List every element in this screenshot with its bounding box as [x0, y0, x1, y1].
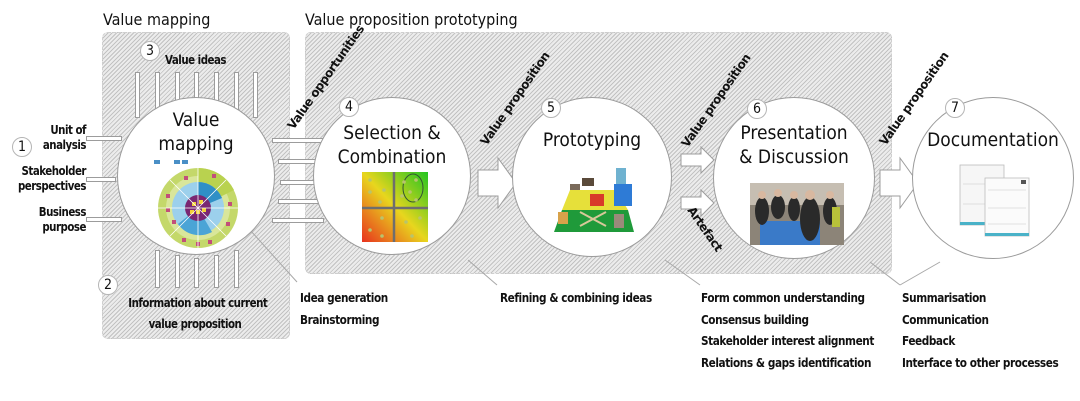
leader-line-step1 — [249, 229, 298, 283]
label-line: Unit of — [50, 122, 86, 137]
input-business-purpose: Business purpose — [32, 204, 87, 234]
step-number-2: 2 — [98, 275, 118, 295]
note-item: Feedback — [902, 333, 955, 348]
note-item: Idea generation — [300, 290, 388, 305]
step-presentation-title: Presentation & Discussion — [713, 121, 875, 169]
label-line: Information about current — [128, 295, 268, 310]
title-line: Selection & — [343, 122, 441, 144]
value-mapping-section-title: Value mapping — [103, 10, 211, 29]
note-item: Relations & gaps identification — [701, 354, 872, 370]
input-stakeholder-perspectives: Stakeholder perspectives — [15, 163, 87, 193]
step-number-4: 4 — [339, 97, 359, 117]
title-line: Documentation — [927, 129, 1059, 151]
note-item: Summarisation — [902, 290, 986, 305]
value-ideas-label: Value ideas — [165, 52, 227, 67]
current-info-label: Information about current value proposit… — [124, 292, 272, 334]
title-line: mapping — [158, 133, 234, 155]
label-line: value proposition — [148, 316, 242, 331]
arrow-step5-to-6-artefact — [680, 188, 715, 218]
step-number-badge: 1 — [12, 137, 32, 157]
current-info-arrow — [175, 255, 180, 288]
title-line: & Discussion — [739, 146, 849, 168]
arrow-step6-to-7 — [879, 156, 919, 210]
value-opportunity-arrow — [272, 218, 324, 223]
leader-line-step4 — [467, 259, 498, 286]
arrow-step5-to-6-value — [680, 145, 715, 175]
notes-presentation: Form common understanding Consensus buil… — [701, 287, 907, 373]
value-idea-arrow — [234, 72, 239, 110]
label-line: Stakeholder — [21, 163, 87, 178]
label-line: Business — [38, 204, 87, 219]
title-line: Value — [172, 109, 220, 131]
current-info-arrow — [234, 250, 239, 288]
note-item: Interface to other processes — [902, 354, 1059, 370]
workshop-photo-image — [750, 183, 844, 245]
title-line: Presentation — [740, 122, 848, 144]
input-arrow-unit — [86, 136, 122, 141]
selection-matrix-image — [362, 172, 428, 242]
label-line: purpose — [42, 219, 86, 234]
note-item: Brainstorming — [300, 311, 380, 327]
documentation-sheets-image — [959, 164, 1030, 237]
notes-selection: Refining & combining ideas — [500, 287, 681, 309]
step-number-6: 6 — [747, 99, 767, 119]
current-info-arrow — [214, 255, 219, 288]
prototyping-section-title: Value proposition prototyping — [305, 10, 518, 29]
notes-value-mapping: Idea generation Brainstorming — [300, 287, 405, 330]
label-line: analysis — [42, 137, 87, 152]
label-line: perspectives — [17, 178, 87, 193]
step-documentation-title: Documentation — [912, 128, 1074, 152]
value-map-wheel-image — [154, 160, 238, 248]
current-info-arrow — [194, 258, 199, 288]
step-value-mapping-title: Value mapping — [117, 108, 275, 156]
note-item: Consensus building — [701, 311, 809, 327]
step-number-7: 7 — [945, 98, 965, 118]
title-line: Combination — [337, 146, 447, 168]
input-unit-of-analysis: Unit of analysis — [32, 122, 87, 152]
note-item: Refining & combining ideas — [500, 290, 652, 305]
value-opportunity-arrow — [278, 199, 320, 204]
step-number-5: 5 — [541, 98, 561, 118]
leader-line-step5 — [664, 259, 701, 286]
arrow-step4-to-5 — [477, 156, 517, 210]
prototype-model-image — [554, 168, 634, 232]
input-arrow-business — [86, 217, 122, 222]
step-number-1: 1 — [12, 137, 32, 157]
note-item: Communication — [902, 311, 989, 327]
value-idea-arrow — [253, 72, 258, 118]
value-idea-arrow — [155, 72, 160, 110]
leader-line-step7 — [899, 261, 941, 286]
notes-documentation: Summarisation Communication Feedback Int… — [902, 287, 1080, 373]
value-idea-arrow — [135, 72, 140, 118]
step-number-3: 3 — [140, 41, 160, 61]
step-selection-title: Selection & Combination — [313, 121, 471, 169]
input-arrow-stakeholder — [86, 177, 116, 182]
title-line: Prototyping — [542, 129, 642, 151]
note-item: Form common understanding — [701, 290, 865, 305]
step-prototyping-title: Prototyping — [512, 128, 672, 152]
current-info-arrow — [155, 250, 160, 288]
note-item: Stakeholder interest alignment — [701, 333, 874, 348]
leader-line-step6 — [869, 261, 901, 286]
